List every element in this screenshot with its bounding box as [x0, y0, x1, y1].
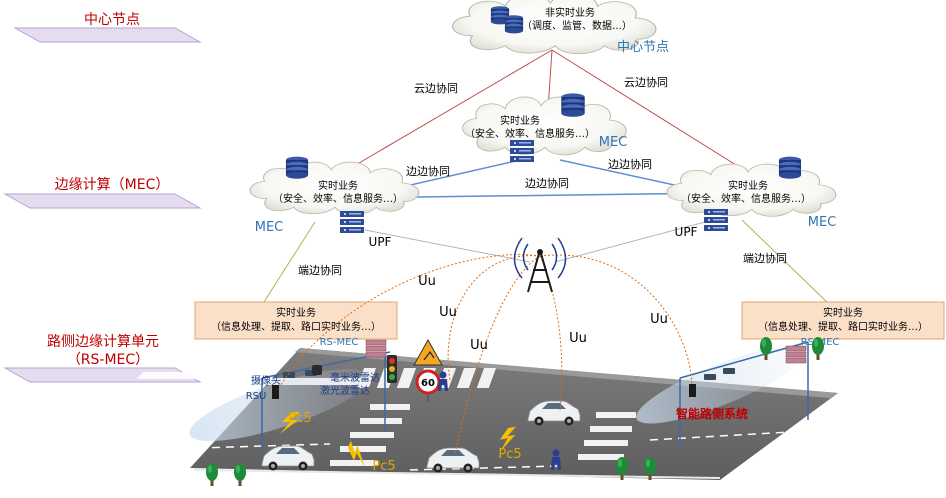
sensor-coverage-left	[189, 368, 371, 442]
rsu-icon	[689, 384, 696, 397]
database-icon	[285, 156, 309, 179]
mec-right-label: MEC	[808, 215, 837, 230]
mec-right-text-1: 实时业务	[728, 179, 768, 192]
mec-top-text-1: 实时业务	[500, 114, 540, 127]
pedestrian-icon	[438, 371, 448, 391]
rs-mec-right-box: 实时业务 （信息处理、提取、路口实时业务…）	[741, 301, 945, 340]
smart-roadside-label: 智能路侧系统	[675, 406, 748, 421]
uu-label: Uu	[439, 305, 457, 320]
cloud-edge-label-left: 云边协同	[414, 81, 458, 95]
sensor-coverage-right	[636, 346, 804, 424]
speed-limit-value: 60	[421, 378, 435, 389]
mec-left-text-2: （安全、效率、信息服务…）	[273, 192, 403, 205]
mmwave-label: 毫米波雷达	[330, 371, 380, 384]
database-icon	[778, 156, 802, 179]
base-station-icon	[513, 237, 567, 293]
database-icon	[504, 15, 524, 34]
upf-left-label: UPF	[369, 235, 392, 249]
mec-right-node: 实时业务 （安全、效率、信息服务…） MEC UPF	[666, 156, 837, 239]
mec-left-text-1: 实时业务	[318, 179, 358, 192]
rs-left-label: RS-MEC	[320, 337, 359, 348]
mec-top-label: MEC	[599, 135, 628, 150]
layer-roadside: 路侧边缘计算单元 （RS-MEC）	[3, 334, 202, 383]
camera-label: 摄像头	[251, 374, 281, 387]
device-edge-line-right	[741, 219, 831, 306]
cloud-edge-line-left	[329, 49, 553, 181]
cloud-edge-line-right	[551, 49, 761, 181]
device-edge-label-left: 端边协同	[298, 263, 342, 277]
pc5-label: Pc5	[288, 411, 311, 426]
mec-top-text-2: （安全、效率、信息服务…）	[465, 127, 595, 140]
device-edge-line-left	[261, 221, 316, 306]
center-cloud-text-2: （调度、监管、数据…）	[522, 19, 632, 32]
device-edge-label-right: 端边协同	[743, 251, 787, 265]
rs-mec-server-icon	[785, 345, 807, 364]
uu-labels: Uu Uu Uu Uu Uu	[418, 274, 668, 353]
center-node-cloud: 非实时业务 （调度、监管、数据…） 中心节点	[452, 0, 669, 55]
traffic-light-icon	[387, 355, 397, 383]
rsu-label: RSU	[246, 391, 267, 402]
rs-mec-left-box: 实时业务 （信息处理、提取、路口实时业务…）	[194, 301, 398, 340]
mec-top-node: 实时业务 （安全、效率、信息服务…） MEC	[462, 93, 628, 162]
rs-right-text-2: （信息处理、提取、路口实时业务…）	[758, 320, 928, 333]
roadside-equipment-left: RS-MEC 摄像头 RSU 毫米波雷达 激光波雷达	[246, 337, 391, 450]
pc5-label: Pc5	[498, 447, 521, 462]
database-icon	[561, 93, 585, 117]
rs-left-text-1: 实时业务	[276, 306, 316, 319]
uu-label: Uu	[418, 274, 436, 289]
layer-center-label: 中心节点	[84, 12, 140, 28]
construction-sign-icon	[413, 338, 443, 366]
pedestrian-icon	[551, 449, 561, 470]
pc5-label: Pc5	[372, 459, 395, 474]
center-cloud-label: 中心节点	[617, 40, 669, 55]
cloud-edge-label-right: 云边协同	[624, 75, 668, 89]
center-cloud-text-1: 非实时业务	[545, 6, 595, 19]
link-labels: 云边协同 云边协同 边边协同 边边协同 边边协同 端边协同 端边协同	[298, 75, 787, 277]
server-icon	[510, 140, 534, 162]
layer-roadside-label-1: 路侧边缘计算单元	[47, 334, 159, 350]
uu-label: Uu	[569, 331, 587, 346]
layer-roadside-label-2: （RS-MEC）	[67, 352, 149, 368]
uu-label: Uu	[650, 312, 668, 327]
camera-icon	[704, 368, 735, 380]
mec-left-label: MEC	[255, 220, 284, 235]
layer-edge-computing: 边缘计算（MEC）	[3, 177, 202, 209]
lidar-label: 激光波雷达	[320, 384, 370, 397]
upf-line-right	[554, 221, 706, 263]
upf-line-left	[364, 229, 531, 263]
rs-left-text-2: （信息处理、提取、路口实时业务…）	[211, 320, 381, 333]
mec-left-node: 实时业务 （安全、效率、信息服务…） MEC UPF	[249, 156, 420, 249]
mec-right-text-2: （安全、效率、信息服务…）	[681, 192, 811, 205]
edge-edge-label-left: 边边协同	[406, 164, 450, 178]
radar-icon	[312, 365, 322, 375]
layer-edge-label: 边缘计算（MEC）	[55, 177, 170, 193]
edge-edge-label-mid: 边边协同	[525, 176, 569, 190]
upf-right-label: UPF	[675, 225, 698, 239]
server-icon	[704, 209, 728, 231]
server-icon	[340, 211, 364, 233]
rs-mec-server-icon	[365, 339, 387, 358]
uu-label: Uu	[470, 338, 488, 353]
edge-edge-label-right: 边边协同	[608, 157, 652, 171]
rsu-icon	[272, 385, 279, 399]
rs-right-text-1: 实时业务	[823, 306, 863, 319]
layer-center-node: 中心节点	[13, 12, 202, 43]
